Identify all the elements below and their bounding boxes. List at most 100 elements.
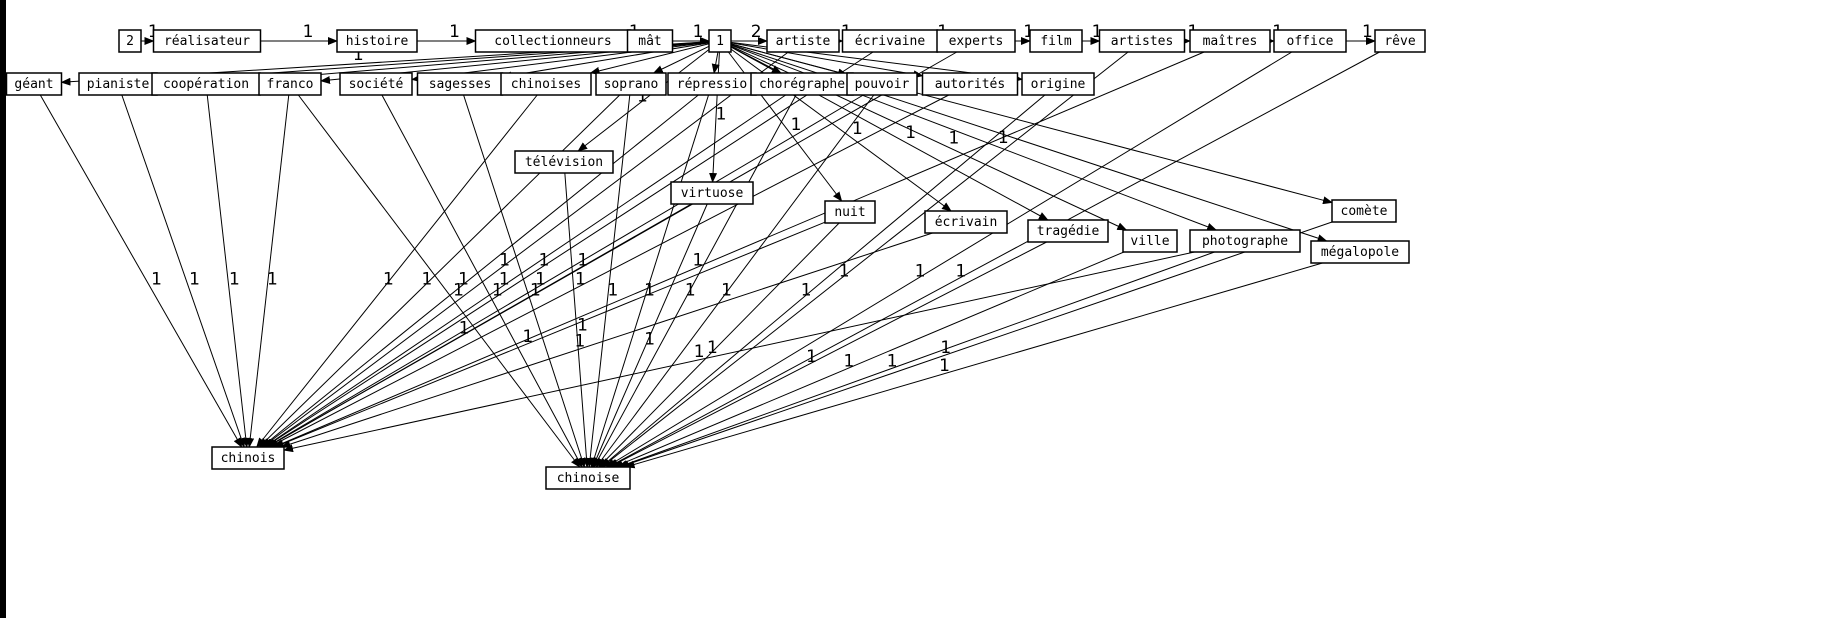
node-label-geant: géant (14, 77, 53, 92)
node-box-societe (339, 72, 413, 96)
node-label-reve: rêve (1384, 34, 1415, 49)
node-box-film (1029, 29, 1083, 53)
edge-origine-to-chinoise (600, 94, 1046, 468)
node-label-maitres: maîtres (1203, 34, 1258, 49)
edge-label-photographe-to-chinois: 1 (694, 342, 705, 362)
node-television: télévision (514, 150, 614, 174)
node-label-nuit: nuit (834, 205, 865, 220)
node-label-histoire: histoire (346, 34, 409, 49)
edge-label-repression-to-chinois: 1 (458, 270, 469, 290)
node-label-pianiste: pianiste (87, 77, 150, 92)
node-chinois: chinois (211, 446, 285, 470)
node-film: film (1029, 29, 1083, 53)
node-label-chinoise: chinoise (557, 471, 620, 486)
edge-label-n1-to-ville: 1 (948, 128, 959, 148)
edge-pianiste-to-chinois (121, 94, 245, 448)
edge-tragedie-to-chinoise (608, 241, 1047, 468)
node-label-n1: 1 (716, 34, 724, 49)
node-choregraphe: chorégraphe (750, 72, 854, 96)
node-box-virtuose (670, 181, 754, 205)
edge-label-n1-to-photographe: 1 (998, 128, 1009, 148)
node-megalopole: mégalopole (1310, 240, 1410, 264)
node-label-cooperation: coopération (163, 77, 249, 92)
node-label-repression: répressio (677, 77, 747, 92)
node-box-tragedie (1027, 219, 1109, 243)
node-mat: mât (626, 29, 674, 53)
edge-label-soprano-to-chinois: 1 (421, 270, 432, 290)
node-photographe: photographe (1189, 229, 1301, 253)
node-box-artiste (766, 29, 840, 53)
node-box-geant (5, 72, 63, 96)
edge-franco-to-chinois (246, 94, 290, 448)
edge-label-tragedie-to-chinoise: 1 (806, 347, 817, 367)
edge-label-maitres-to-chinois: 1 (692, 250, 703, 270)
node-box-origine (1021, 72, 1095, 96)
node-sagesses: sagesses (416, 72, 504, 96)
edge-repression-to-chinois (260, 94, 699, 448)
node-label-ecrivaine: écrivaine (855, 34, 926, 49)
node-box-comete (1331, 199, 1397, 223)
node-origine: origine (1021, 72, 1095, 96)
node-chinoises: chinoises (500, 72, 592, 96)
node-repression: répressio (667, 72, 757, 96)
edge-soprano-to-chinoise (586, 94, 631, 468)
edge-label-nuit-to-chinoise: 1 (707, 338, 718, 358)
edge-sagesses-to-chinoise (463, 94, 586, 468)
node-collectionneurs: collectionneurs (474, 29, 632, 53)
edge-label-artiste-to-chinois: 1 (499, 250, 510, 270)
edge-label-ecrivaine-to-chinois: 1 (539, 250, 550, 270)
edge-label-office-to-chinoise: 1 (915, 261, 926, 281)
node-n1: 1 (708, 29, 732, 53)
edge-label-n1-to-artiste: 2 (751, 22, 762, 42)
edge-label-n1-to-virtuose: 1 (716, 105, 727, 125)
edge-pouvoir-to-chinoise (595, 94, 875, 468)
node-label-film: film (1040, 34, 1071, 49)
node-label-photographe: photographe (1202, 234, 1288, 249)
edge-label-television-to-chinoise: 1 (577, 316, 588, 336)
node-box-maitres (1189, 29, 1271, 53)
node-autorites: autorités (921, 72, 1019, 96)
node-box-chinoise (545, 466, 631, 490)
node-histoire: histoire (336, 29, 418, 53)
node-box-artistes (1098, 29, 1186, 53)
edge-label-chinoises-to-chinois: 1 (383, 270, 394, 290)
node-box-n1 (708, 29, 732, 53)
node-label-realisateur: réalisateur (164, 34, 250, 49)
node-office: office (1273, 29, 1347, 53)
node-label-ville: ville (1130, 234, 1169, 249)
edge-label-histoire-to-collectionneurs: 1 (449, 22, 460, 42)
node-box-megalopole (1310, 240, 1410, 264)
node-label-virtuose: virtuose (681, 186, 744, 201)
node-label-tragedie: tragédie (1037, 224, 1100, 239)
edge-label-office-to-reve: 1 (1362, 22, 1373, 42)
node-cooperation: coopération (151, 72, 261, 96)
node-box-chinoises (500, 72, 592, 96)
node-box-photographe (1189, 229, 1301, 253)
node-box-histoire (336, 29, 418, 53)
edge-label-experts-to-film: 1 (1023, 22, 1034, 42)
edge-societe-to-chinoise (381, 94, 583, 468)
node-label-experts: experts (949, 34, 1004, 49)
edge-ville-to-chinoise (613, 251, 1125, 468)
edge-n1-to-soprano (652, 45, 710, 74)
edge-reve-to-chinoise (607, 51, 1380, 468)
node-pianiste: pianiste (78, 72, 158, 96)
edge-label-experts-to-chinois: 1 (578, 250, 589, 270)
node-box-mat (626, 29, 674, 53)
edge-photographe-to-chinoise (617, 251, 1215, 468)
edge-labels-layer: 1111121111111111111111111111111111111111… (148, 22, 1373, 376)
edge-n1-to-repression (711, 51, 720, 74)
edge-autorites-to-chinois (268, 94, 949, 448)
node-chinoise: chinoise (545, 466, 631, 490)
node-label-choregraphe: chorégraphe (759, 77, 845, 92)
node-label-comete: comète (1341, 204, 1388, 219)
edge-n1-to-comete (730, 43, 1333, 205)
node-label-chinoises: chinoises (511, 77, 581, 92)
edge-nuit-to-chinois (273, 221, 826, 448)
edge-artiste-to-chinois (261, 51, 789, 448)
node-soprano: soprano (595, 72, 667, 96)
edge-virtuose-to-chinoise (592, 203, 708, 468)
edge-label-virtuose-to-chinois: 1 (459, 319, 470, 339)
edge-ecrivaine-to-chinois (264, 51, 874, 448)
